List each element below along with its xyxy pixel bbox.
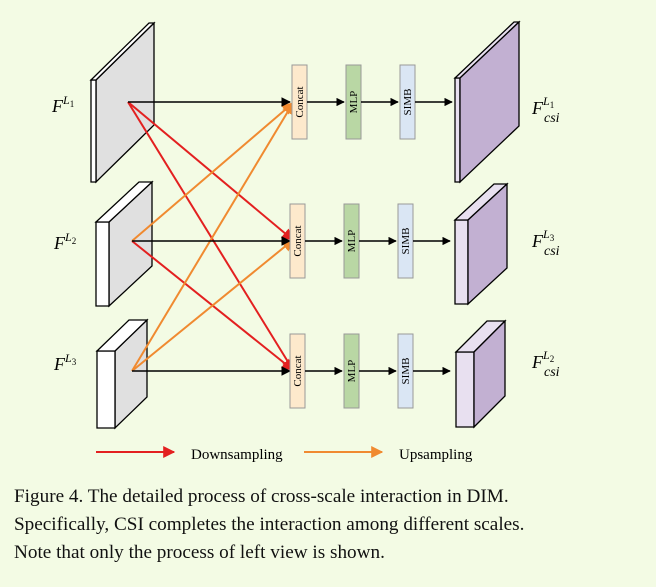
legend-downsampling-label: Downsampling [191, 447, 283, 463]
upsampling-arrows [131, 101, 294, 372]
concat-label: Concat [292, 225, 304, 256]
pipeline-row-3: Concat MLP SIMB [289, 333, 451, 409]
input-map-2-front [95, 221, 110, 307]
upsampling-arrow-2-1 [131, 102, 294, 242]
caption-line-1: Figure 4. The detailed process of cross-… [14, 486, 509, 507]
upsampling-arrow-3-2 [131, 239, 294, 372]
mlp-label: MLP [346, 230, 358, 253]
input-map-1-top [89, 22, 156, 81]
output-map-2-front [454, 219, 469, 305]
output-map-1 [453, 20, 521, 184]
direct-arrows [128, 97, 291, 376]
input-map-2-top [94, 181, 154, 223]
legend: Downsampling Upsampling [96, 446, 473, 463]
simb-label: SIMB [400, 228, 412, 255]
pipeline-row-1: Concat MLP SIMB [291, 64, 453, 140]
downsampling-arrow-1-3 [127, 101, 294, 372]
output-map-3 [454, 319, 507, 429]
output-map-3-front [455, 351, 475, 428]
output-map-1-side [459, 20, 520, 184]
legend-upsampling-label: Upsampling [399, 447, 473, 463]
input-label-2: FL2 [53, 230, 76, 253]
input-label-3: FL3 [53, 351, 77, 374]
caption-line-2: Specifically, CSI completes the interact… [14, 514, 525, 535]
output-map-1-front [454, 77, 461, 183]
input-map-3-front [96, 350, 116, 429]
upsampling-arrow-3-1 [131, 101, 294, 372]
simb-label: SIMB [402, 89, 414, 116]
mlp-label: MLP [348, 91, 360, 114]
concat-label: Concat [294, 86, 306, 117]
input-label-1: FL1 [51, 93, 74, 116]
pipeline-row-2: Concat MLP SIMB [289, 203, 451, 279]
simb-label: SIMB [400, 358, 412, 385]
concat-label: Concat [292, 355, 304, 386]
output-map-2-side [467, 182, 508, 306]
downsampling-arrows [127, 101, 294, 372]
output-map-3-side [473, 319, 506, 429]
output-map-2 [453, 182, 509, 306]
figure-caption: Figure 4. The detailed process of cross-… [14, 483, 644, 567]
caption-line-3: Note that only the process of left view … [14, 542, 385, 563]
input-map-1 [89, 21, 156, 184]
input-map-2 [94, 180, 154, 308]
mlp-label: MLP [346, 360, 358, 383]
downsampling-arrow-1-2 [127, 101, 294, 241]
input-map-3 [95, 318, 149, 430]
input-map-3-top [95, 319, 149, 352]
input-map-1-front [90, 79, 97, 183]
